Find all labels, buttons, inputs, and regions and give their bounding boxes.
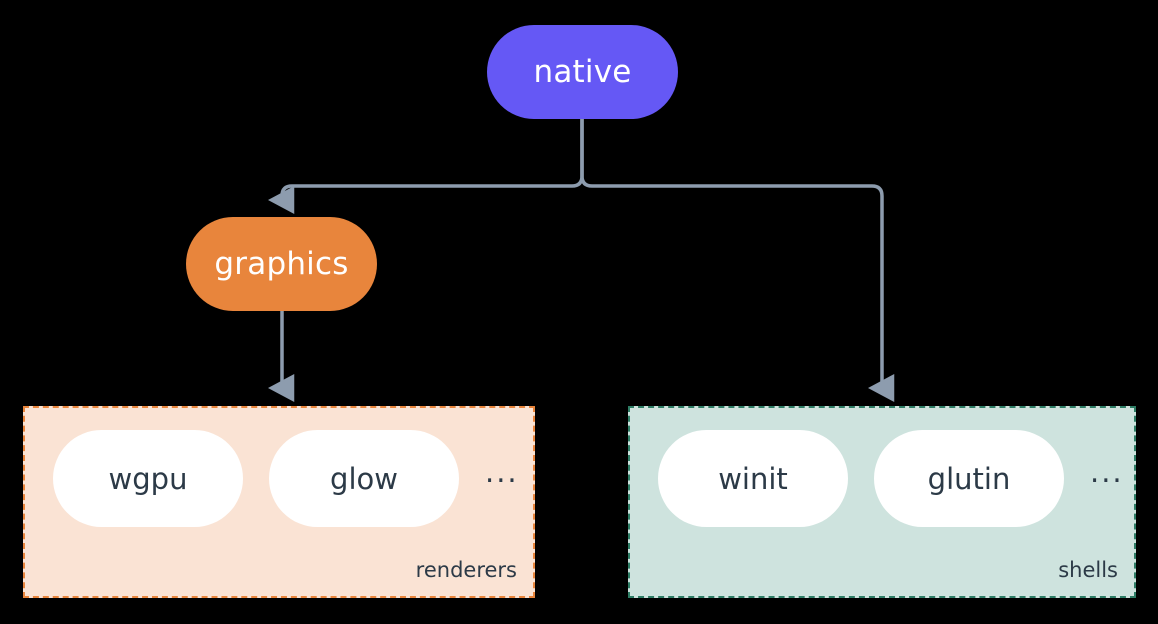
pill-glow[interactable]: glow <box>269 430 459 527</box>
group-renderers: wgpu glow ... renderers <box>23 406 535 598</box>
pill-wgpu-label: wgpu <box>108 461 188 496</box>
group-renderers-label: renderers <box>415 558 517 582</box>
node-graphics-label: graphics <box>214 246 349 282</box>
group-shells-label: shells <box>1058 558 1118 582</box>
group-renderers-items: wgpu glow ... <box>25 430 533 527</box>
edge-native-to-graphics <box>268 117 584 214</box>
group-shells-items: winit glutin ... <box>630 430 1134 527</box>
shells-overflow-ellipsis: ... <box>1090 455 1124 489</box>
group-shells: winit glutin ... shells <box>628 406 1136 598</box>
pill-glow-label: glow <box>330 461 398 496</box>
pill-glutin-label: glutin <box>927 461 1011 496</box>
pill-glutin[interactable]: glutin <box>874 430 1064 527</box>
pill-wgpu[interactable]: wgpu <box>53 430 243 527</box>
node-native-label: native <box>533 54 632 90</box>
node-graphics[interactable]: graphics <box>186 217 377 311</box>
node-native[interactable]: native <box>487 25 678 119</box>
pill-winit-label: winit <box>718 461 788 496</box>
renderers-overflow-ellipsis: ... <box>485 455 519 489</box>
edge-native-to-shells <box>580 117 895 402</box>
pill-winit[interactable]: winit <box>658 430 848 527</box>
